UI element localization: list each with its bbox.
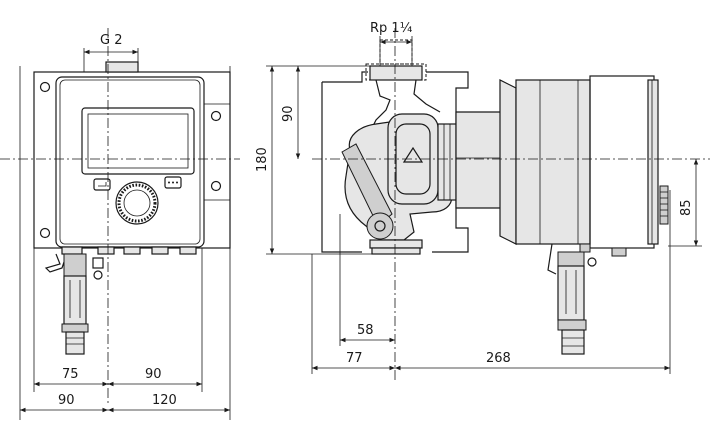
side-view [321,39,669,355]
flow-direction-triangle-icon [402,146,424,163]
enter-button [93,178,111,191]
dim-label-85: 85 [679,199,694,216]
front-view [33,61,231,355]
dim-label-120: 120 [152,393,177,408]
dim-label-rp: Rp 1¼ [370,21,413,36]
menu-button [164,176,182,189]
dim-label-77: 77 [346,351,363,366]
dim-label-90-front-top: 90 [145,367,162,382]
dim-label-58: 58 [357,323,374,338]
dim-label-180: 180 [255,147,270,172]
dim-label-90-side: 90 [281,105,296,122]
dots-icon [168,181,178,184]
dim-label-90-front-bottom: 90 [58,393,75,408]
dim-label-g2: G 2 [100,33,122,48]
dim-label-268: 268 [486,351,511,366]
cable-glands [61,246,197,255]
dim-label-75: 75 [62,367,79,382]
enter-arrow-icon [98,182,107,187]
housing-screw-icon [39,81,222,239]
control-knob-icon [115,181,159,225]
control-knob-side-icon [659,185,669,225]
